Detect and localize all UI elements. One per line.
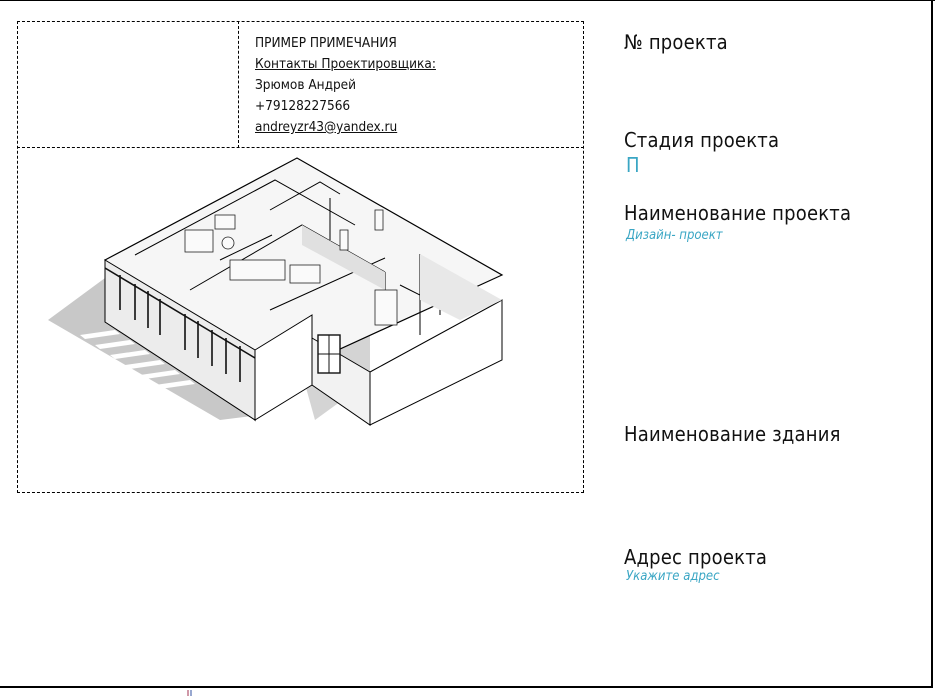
note-contacts-label: Контакты Проектировщика:: [255, 56, 436, 72]
viewport-divider-vertical: [238, 21, 239, 148]
cut-mark-icon: [187, 690, 192, 696]
viewport-frame: [17, 21, 584, 493]
sheet-border-top: [0, 0, 935, 1]
project-address-label: Адрес проекта: [624, 545, 768, 569]
project-stage-value[interactable]: П: [626, 153, 640, 177]
building-name-label: Наименование здания: [624, 422, 841, 446]
viewport-divider-horizontal: [17, 147, 584, 148]
designer-note: ПРИМЕР ПРИМЕЧАНИЯ Контакты Проектировщик…: [255, 33, 436, 138]
note-phone: +79128227566: [255, 98, 351, 114]
sheet-border-right: [931, 0, 933, 688]
note-email-link[interactable]: andreyzr43@yandex.ru: [255, 119, 398, 135]
project-name-label: Наименование проекта: [624, 201, 852, 225]
isometric-apartment-view: [48, 157, 504, 426]
project-stage-label: Стадия проекта: [624, 128, 780, 152]
project-name-value[interactable]: Дизайн- проект: [626, 228, 723, 243]
note-title: ПРИМЕР ПРИМЕЧАНИЯ: [255, 35, 397, 51]
project-address-value[interactable]: Укажите адрес: [626, 569, 720, 584]
sheet-border-bottom: [0, 686, 933, 688]
project-number-label: № проекта: [624, 30, 728, 54]
note-designer-name: Зрюмов Андрей: [255, 77, 357, 93]
